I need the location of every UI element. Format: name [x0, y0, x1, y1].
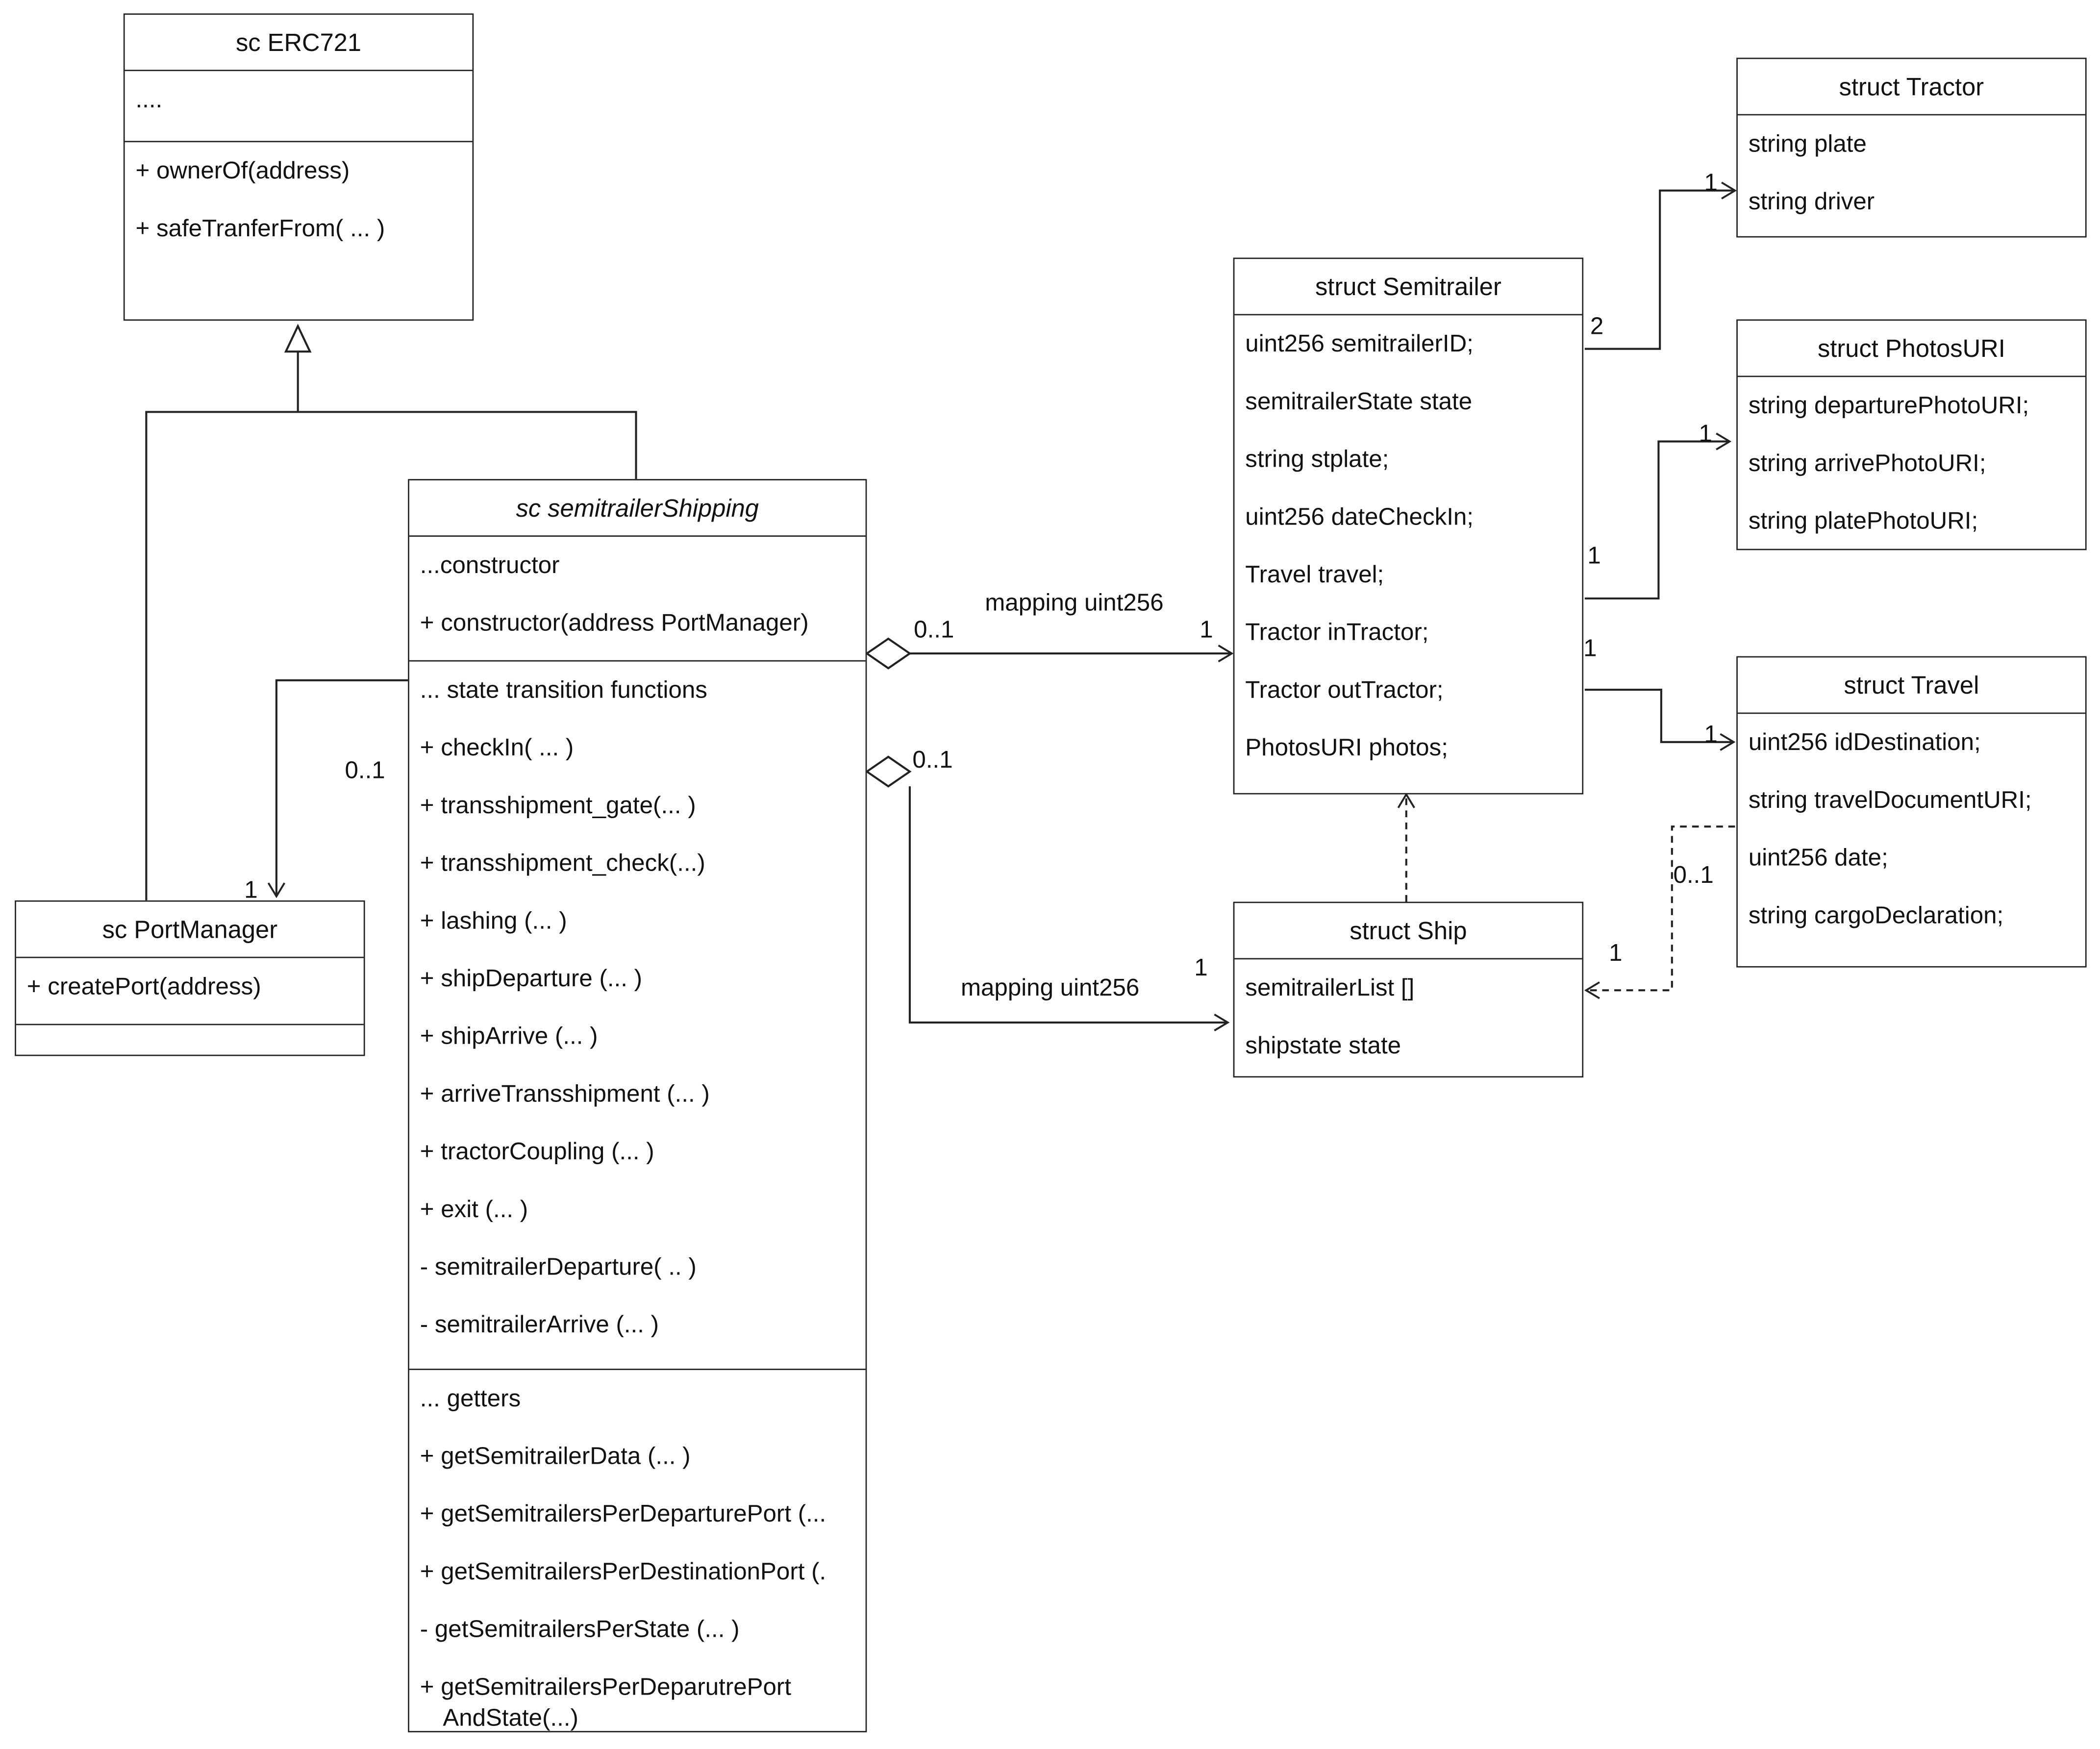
- portmanager-compartment: + createPort(address): [16, 958, 364, 1025]
- shipping-compartment: ... state transition functions + checkIn(…: [409, 662, 866, 1370]
- mapping-ship-label: mapping uint256: [960, 974, 1140, 1001]
- shipping-member: ...constructor: [420, 551, 560, 578]
- tractor-member: string driver: [1748, 188, 1875, 215]
- semitrailer-compartment: uint256 semitrailerID; semitrailerState s…: [1234, 315, 1582, 777]
- shipping-member: + tractorCoupling (... ): [420, 1138, 654, 1165]
- shipping-compartment: ...constructor + constructor(address Port…: [409, 537, 866, 662]
- multiplicity-pm-lower: 1: [244, 876, 258, 903]
- erc721-compartment: ....: [125, 71, 473, 143]
- ship-title: struct Ship: [1234, 903, 1582, 960]
- shipping-member: - semitrailerArrive (... ): [420, 1311, 659, 1338]
- multiplicity-photos-from: 1: [1587, 542, 1601, 569]
- portmanager-member: + createPort(address): [26, 973, 261, 1000]
- shipping-member: + transshipment_check(...): [420, 849, 705, 876]
- tractor-compartment: string plate string driver: [1738, 115, 2085, 230]
- inheritance-triangle: [284, 324, 312, 353]
- erc721-title: sc ERC721: [125, 15, 473, 72]
- travel-ship-dependency: [1584, 825, 1735, 999]
- shipping-member: ... getters: [420, 1384, 521, 1412]
- shipping-member: + getSemitrailersPerDestinationPort (.: [420, 1558, 826, 1585]
- shipping-member: + getSemitrailerData (... ): [420, 1442, 691, 1470]
- semitrailer-member: uint256 dateCheckIn;: [1245, 503, 1474, 530]
- photos-title: struct PhotosURI: [1737, 321, 2085, 377]
- semitrailer-travel-line: [1584, 688, 1736, 751]
- shipping-member: + checkIn( ... ): [420, 734, 574, 761]
- shipping-title: sc semitrailerShipping: [409, 480, 866, 537]
- semitrailer-photos-line: [1584, 432, 1732, 600]
- semitrailer-member: semitrailerState state: [1245, 388, 1473, 415]
- multiplicity-agg1-far: 1: [1200, 616, 1213, 643]
- semitrailer-title: struct Semitrailer: [1234, 259, 1582, 316]
- multiplicity-agg2-near: 0..1: [912, 746, 953, 773]
- shipping-member: + arriveTransshipment (... ): [420, 1080, 710, 1107]
- multiplicity-photos-to: 1: [1699, 420, 1712, 447]
- ship-member: semitrailerList []: [1245, 974, 1415, 1001]
- struct-tractor[interactable]: struct Tractor string plate string driver: [1736, 57, 2087, 238]
- ship-member: shipstate state: [1245, 1032, 1401, 1059]
- shipping-member: + lashing (... ): [420, 907, 567, 934]
- multiplicity-travel-from: 1: [1583, 634, 1597, 662]
- shipping-compartment: ... getters + getSemitrailerData (... ) + …: [409, 1370, 866, 1739]
- mapping-ship-line: [908, 786, 1230, 1031]
- struct-ship[interactable]: struct Ship semitrailerList [] shipstate s…: [1233, 901, 1584, 1078]
- photos-member: string platePhotoURI;: [1748, 507, 1978, 534]
- tractor-title: struct Tractor: [1737, 59, 2085, 116]
- shipping-member: + exit (... ): [420, 1196, 528, 1223]
- travel-compartment: uint256 idDestination; string travelDocum…: [1738, 714, 2085, 945]
- multiplicity-tractor-from: 2: [1590, 312, 1604, 340]
- erc721-member: ....: [135, 86, 163, 113]
- struct-travel[interactable]: struct Travel uint256 idDestination; strin…: [1736, 656, 2087, 968]
- multiplicity-agg2-far: 1: [1194, 954, 1208, 981]
- travel-member: string travelDocumentURI;: [1748, 786, 2032, 813]
- semitrailer-member: PhotosURI photos;: [1245, 734, 1448, 761]
- erc721-compartment: + ownerOf(address) + safeTranferFrom( ...…: [125, 142, 473, 324]
- multiplicity-agg1-near: 0..1: [914, 616, 954, 643]
- aggregation-diamond-semitrailer: [865, 637, 912, 670]
- class-semitrailershipping[interactable]: sc semitrailerShipping ...constructor + co…: [408, 479, 867, 1732]
- multiplicity-tractor-to: 1: [1704, 169, 1718, 196]
- shipping-member: ... state transition functions: [420, 676, 707, 703]
- shipping-member: - semitrailerDeparture( .. ): [420, 1253, 697, 1280]
- shipping-member: + getSemitrailersPerDeparturePort (...: [420, 1500, 826, 1527]
- ship-compartment: semitrailerList [] shipstate state: [1234, 959, 1582, 1074]
- class-erc721[interactable]: sc ERC721.... + ownerOf(address) + safeTra…: [123, 13, 474, 324]
- shipping-member: + getSemitrailersPerDeparutrePort AndSta…: [420, 1673, 792, 1731]
- travel-title: struct Travel: [1737, 657, 2085, 714]
- multiplicity-pm-upper: 0..1: [345, 756, 385, 784]
- inheritance-line-portmanager: [145, 411, 637, 900]
- shipping-member: + constructor(address PortManager): [420, 609, 809, 636]
- semitrailer-tractor-line: [1584, 181, 1737, 350]
- mapping-semitrailer-label: mapping uint256: [985, 589, 1164, 616]
- travel-member: string cargoDeclaration;: [1748, 901, 2004, 929]
- travel-member: uint256 idDestination;: [1748, 728, 1981, 756]
- shipping-member: + transshipment_gate(... ): [420, 792, 696, 819]
- erc721-member: + safeTranferFrom( ... ): [135, 214, 385, 242]
- shipping-member: + shipDeparture (... ): [420, 965, 643, 992]
- travel-member: uint256 date;: [1748, 844, 1888, 871]
- portmanager-association: [267, 679, 408, 899]
- multiplicity-travel-to: 1: [1704, 720, 1718, 748]
- photos-member: string arrivePhotoURI;: [1748, 450, 1986, 476]
- semitrailer-member: string stplate;: [1245, 445, 1389, 473]
- semitrailer-member: Tractor outTractor;: [1245, 676, 1444, 703]
- multiplicity-travel-ship-near: 0..1: [1673, 861, 1714, 889]
- erc721-member: + ownerOf(address): [135, 157, 350, 184]
- shipping-member: + shipArrive (... ): [420, 1022, 598, 1049]
- semitrailer-member: Travel travel;: [1245, 561, 1384, 588]
- shipping-member: - getSemitrailersPerState (... ): [420, 1615, 740, 1643]
- multiplicity-travel-ship-far: 1: [1609, 939, 1623, 966]
- aggregation-diamond-ship: [865, 755, 912, 788]
- photos-member: string departurePhotoURI;: [1748, 392, 2029, 419]
- tractor-member: string plate: [1748, 130, 1867, 157]
- portmanager-title: sc PortManager: [16, 902, 364, 958]
- class-portmanager[interactable]: sc PortManager + createPort(address): [15, 900, 365, 1056]
- photos-compartment: string departurePhotoURI; string arrivePh…: [1738, 377, 2085, 550]
- semitrailer-member: Tractor inTractor;: [1245, 618, 1429, 646]
- semitrailer-member: uint256 semitrailerID;: [1245, 330, 1474, 357]
